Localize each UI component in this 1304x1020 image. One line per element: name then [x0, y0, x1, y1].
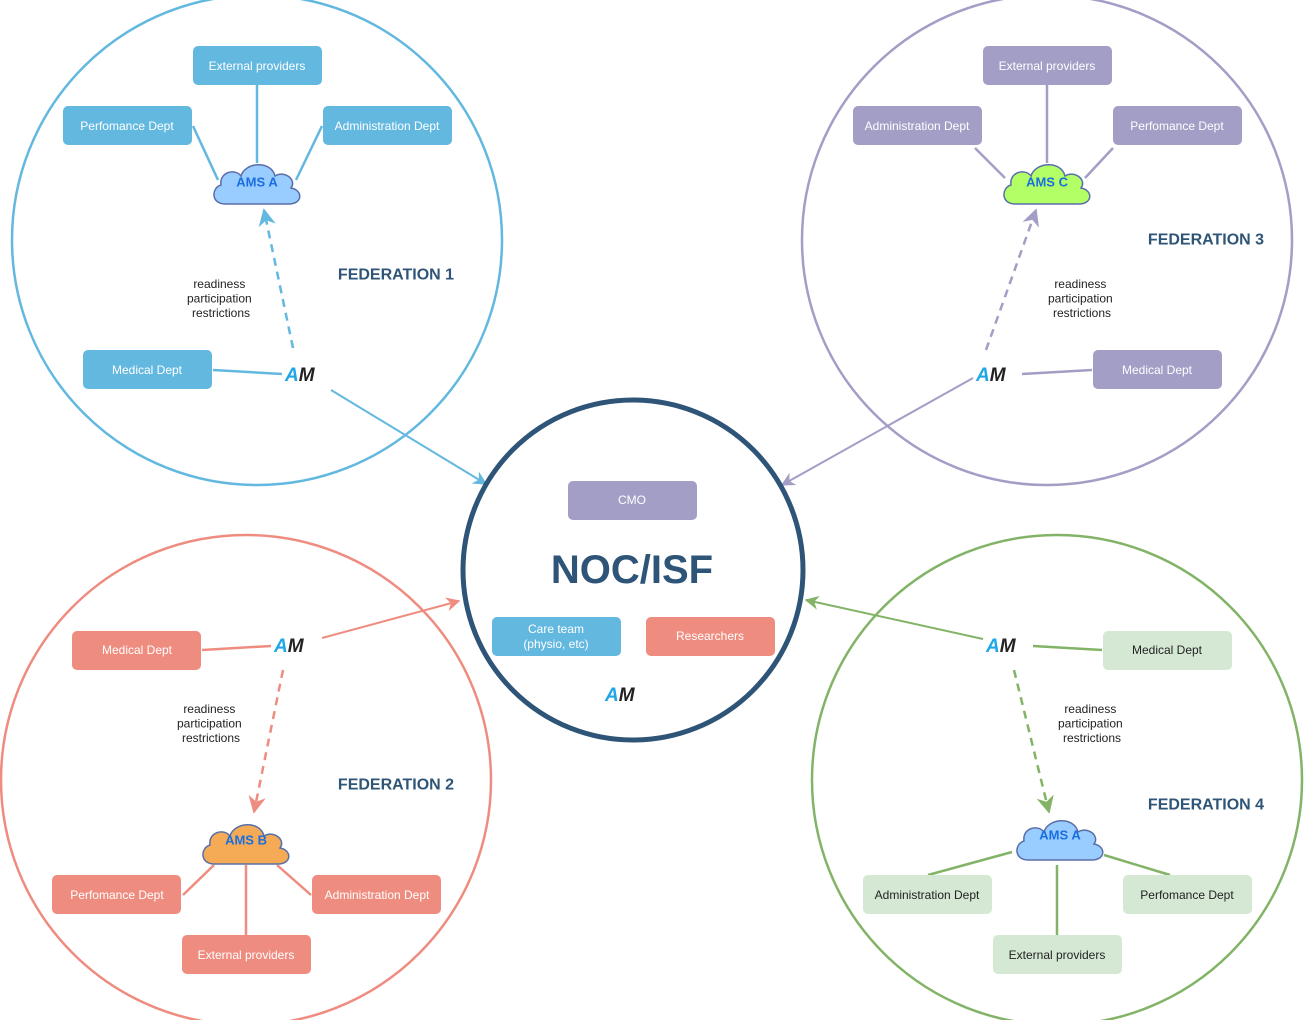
- svg-text:AM: AM: [975, 365, 1007, 386]
- link-to-hub-arrow: [330, 389, 488, 485]
- box-label: Administration Dept: [865, 119, 970, 133]
- box-cmo[interactable]: CMO: [568, 481, 697, 520]
- federation-label: FEDERATION 4: [1148, 797, 1264, 814]
- svg-text:AM: AM: [985, 636, 1017, 657]
- box-label: Care team: [528, 622, 584, 636]
- am-logo-icon: AM: [985, 636, 1017, 657]
- box-care-team[interactable]: Care team (physio, etc): [492, 617, 621, 656]
- box-medical-dept[interactable]: Medical Dept: [1103, 631, 1232, 670]
- ams-cloud[interactable]: AMS C: [1003, 163, 1091, 205]
- connector-performance: [191, 125, 220, 181]
- box-external-providers[interactable]: External providers: [983, 46, 1112, 85]
- box-label: Administration Dept: [325, 888, 430, 902]
- box-administration-dept[interactable]: Administration Dept: [312, 875, 441, 914]
- data-flow-note: readiness participation restrictions: [1058, 702, 1126, 745]
- box-external-providers[interactable]: External providers: [993, 935, 1122, 974]
- box-medical-dept[interactable]: Medical Dept: [72, 631, 201, 670]
- connector-medical: [201, 644, 272, 652]
- connector-administration: [974, 147, 1006, 179]
- box-researchers[interactable]: Researchers: [646, 617, 775, 656]
- federation-4-boundary: [810, 533, 1304, 1020]
- data-flow-arrow: [984, 208, 1039, 351]
- box-administration-dept[interactable]: Administration Dept: [863, 875, 992, 914]
- federation-1: External providers Perfomance Dept Admin…: [10, 0, 504, 487]
- svg-text:AM: AM: [284, 365, 316, 386]
- svg-text:AM: AM: [273, 636, 305, 657]
- box-performance-dept[interactable]: Perfomance Dept: [1113, 106, 1242, 145]
- connector-performance: [1084, 147, 1114, 179]
- ams-cloud[interactable]: AMS A: [213, 163, 301, 205]
- am-logo-icon: AM: [284, 365, 316, 386]
- cloud-label: AMS B: [225, 833, 267, 848]
- link-to-hub-arrow: [780, 377, 974, 486]
- box-label: External providers: [198, 948, 295, 962]
- federation-label: FEDERATION 2: [338, 777, 454, 794]
- box-performance-dept[interactable]: Perfomance Dept: [1123, 875, 1252, 914]
- ams-cloud[interactable]: AMS A: [1016, 819, 1104, 861]
- am-logo-icon: AM: [273, 636, 305, 657]
- link-to-hub-arrow: [321, 597, 461, 639]
- federation-label: FEDERATION 3: [1148, 232, 1264, 249]
- hub-title: NOC/ISF: [551, 548, 713, 592]
- box-label: Perfomance Dept: [1130, 119, 1224, 133]
- connector-performance: [182, 864, 215, 896]
- box-label: Medical Dept: [102, 643, 173, 657]
- federation-3-boundary: [800, 0, 1294, 487]
- box-medical-dept[interactable]: Medical Dept: [83, 350, 212, 389]
- cloud-label: AMS A: [236, 175, 278, 190]
- hub-noc-isf: CMO NOC/ISF Care team (physio, etc) Rese…: [460, 397, 806, 743]
- box-performance-dept[interactable]: Perfomance Dept: [63, 106, 192, 145]
- box-external-providers[interactable]: External providers: [193, 46, 322, 85]
- federation-4: Medical Dept Administration Dept Perfoma…: [804, 533, 1304, 1020]
- connector-medical: [1032, 644, 1103, 652]
- federation-label: FEDERATION 1: [338, 267, 454, 284]
- federation-2: Medical Dept Perfomance Dept Administrat…: [0, 533, 493, 1020]
- box-label: Administration Dept: [875, 888, 980, 902]
- cloud-label: AMS A: [1039, 828, 1081, 843]
- box-label: Administration Dept: [335, 119, 440, 133]
- data-flow-note: readiness participation restrictions: [187, 277, 255, 320]
- box-label: External providers: [209, 59, 306, 73]
- federation-3: External providers Administration Dept P…: [780, 0, 1294, 487]
- link-to-hub-arrow: [804, 595, 984, 640]
- box-label: CMO: [618, 493, 646, 507]
- box-medical-dept[interactable]: Medical Dept: [1093, 350, 1222, 389]
- connector-administration: [294, 125, 324, 181]
- box-administration-dept[interactable]: Administration Dept: [323, 106, 452, 145]
- box-label: External providers: [1009, 948, 1106, 962]
- box-label: Perfomance Dept: [70, 888, 164, 902]
- am-logo-icon: AM: [975, 365, 1007, 386]
- federation-1-boundary: [10, 0, 504, 487]
- data-flow-arrow: [1012, 669, 1054, 814]
- data-flow-note: readiness participation restrictions: [1048, 277, 1116, 320]
- box-label: Perfomance Dept: [1140, 888, 1234, 902]
- box-performance-dept[interactable]: Perfomance Dept: [52, 875, 181, 914]
- ams-cloud[interactable]: AMS B: [202, 823, 290, 865]
- data-flow-arrow: [258, 208, 295, 349]
- box-label: Researchers: [676, 629, 744, 643]
- connector-medical: [1021, 368, 1093, 376]
- connector-performance: [1103, 853, 1171, 877]
- box-external-providers[interactable]: External providers: [182, 935, 311, 974]
- box-label: (physio, etc): [523, 637, 588, 651]
- box-label: Medical Dept: [1122, 363, 1193, 377]
- connector-administration: [927, 850, 1013, 877]
- federation-2-boundary: [0, 533, 493, 1020]
- box-label: Perfomance Dept: [80, 119, 174, 133]
- connector-medical: [212, 368, 283, 376]
- am-logo-icon: AM: [604, 685, 636, 706]
- box-label: External providers: [999, 59, 1096, 73]
- cloud-label: AMS C: [1026, 175, 1069, 190]
- svg-text:AM: AM: [604, 685, 636, 706]
- data-flow-arrow: [248, 669, 285, 814]
- box-label: Medical Dept: [1132, 643, 1203, 657]
- data-flow-note: readiness participation restrictions: [177, 702, 245, 745]
- box-administration-dept[interactable]: Administration Dept: [853, 106, 982, 145]
- connector-administration: [276, 864, 312, 896]
- box-label: Medical Dept: [112, 363, 183, 377]
